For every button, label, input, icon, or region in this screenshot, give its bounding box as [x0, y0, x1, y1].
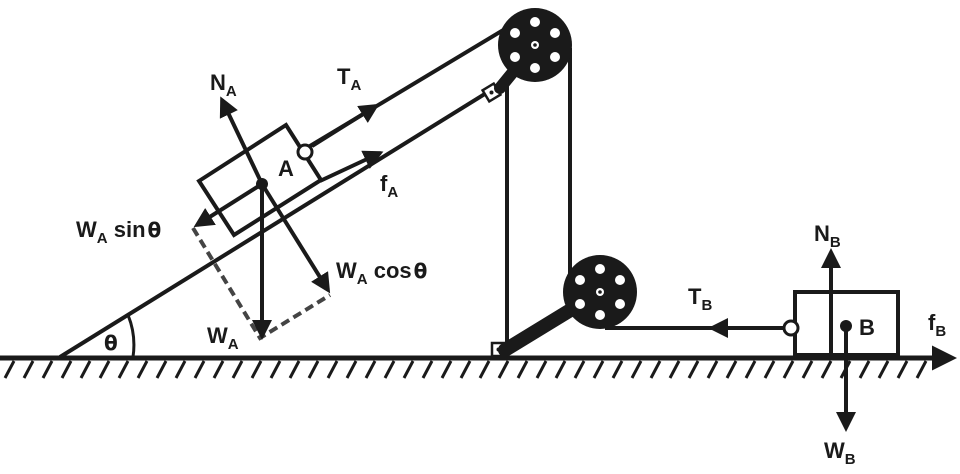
weight-a-sin-arrow	[193, 182, 264, 228]
label-angle: θ	[104, 331, 118, 355]
hatch-mark	[212, 360, 225, 379]
label-weight-a: WA	[207, 323, 239, 353]
label-weight-b: WB	[824, 438, 856, 468]
hatch-mark	[326, 360, 339, 379]
hatch-mark	[915, 360, 928, 379]
block-b-center	[840, 320, 852, 332]
hatch-mark	[307, 360, 320, 379]
hatch-mark	[896, 360, 909, 379]
hatch-mark	[345, 360, 358, 379]
hatch-mark	[250, 360, 263, 379]
hatch-mark	[288, 360, 301, 379]
hatch-mark	[649, 360, 662, 379]
label-friction-a: fA	[380, 171, 398, 201]
hatch-mark	[706, 360, 719, 379]
label-block-b: B	[859, 315, 875, 340]
hatch-mark	[60, 360, 73, 379]
normal-a-arrow	[219, 96, 264, 185]
hatch-mark	[421, 360, 434, 379]
ground-hatching	[3, 360, 928, 379]
hatch-mark	[3, 360, 16, 379]
block-b-hook	[782, 319, 800, 337]
hatch-mark	[402, 360, 415, 379]
hatch-mark	[364, 360, 377, 379]
incline-surface	[58, 64, 532, 359]
hatch-mark	[858, 360, 871, 379]
tension-a-arrow	[310, 103, 380, 148]
upper-pulley	[498, 8, 572, 82]
block-a-hook	[296, 143, 314, 161]
hatch-mark	[516, 360, 529, 379]
hatch-mark	[820, 360, 833, 379]
hatch-mark	[79, 360, 92, 379]
block-a-center	[256, 178, 268, 190]
hatch-mark	[136, 360, 149, 379]
hatch-mark	[877, 360, 890, 379]
hatch-mark	[117, 360, 130, 379]
hatch-mark	[478, 360, 491, 379]
hatch-mark	[174, 360, 187, 379]
hatch-mark	[782, 360, 795, 379]
hatch-mark	[535, 360, 548, 379]
lower-pulley	[563, 255, 637, 329]
hatch-mark	[763, 360, 776, 379]
hatch-mark	[630, 360, 643, 379]
friction-a-arrow	[319, 150, 384, 183]
angle-arc	[126, 314, 136, 358]
hatch-mark	[573, 360, 586, 379]
hatch-mark	[41, 360, 54, 379]
label-tension-a: TA	[337, 64, 361, 94]
hatch-mark	[744, 360, 757, 379]
hatch-mark	[440, 360, 453, 379]
label-tension-b: TB	[688, 284, 712, 314]
weight-a-cos-arrow	[260, 182, 331, 294]
hatch-mark	[22, 360, 35, 379]
hatch-mark	[554, 360, 567, 379]
hatch-mark	[668, 360, 681, 379]
hatch-mark	[801, 360, 814, 379]
hatch-mark	[193, 360, 206, 379]
hatch-mark	[231, 360, 244, 379]
hatch-mark	[497, 360, 510, 379]
label-block-a: A	[278, 156, 294, 181]
hatch-mark	[269, 360, 282, 379]
hatch-mark	[155, 360, 168, 379]
hatch-mark	[725, 360, 738, 379]
hatch-mark	[592, 360, 605, 379]
hatch-mark	[383, 360, 396, 379]
label-normal-b: NB	[814, 221, 841, 251]
label-normal-a: NA	[210, 70, 237, 100]
label-friction-b: fB	[928, 310, 946, 340]
hatch-mark	[687, 360, 700, 379]
hatch-mark	[459, 360, 472, 379]
hatch-mark	[98, 360, 111, 379]
hatch-mark	[611, 360, 624, 379]
